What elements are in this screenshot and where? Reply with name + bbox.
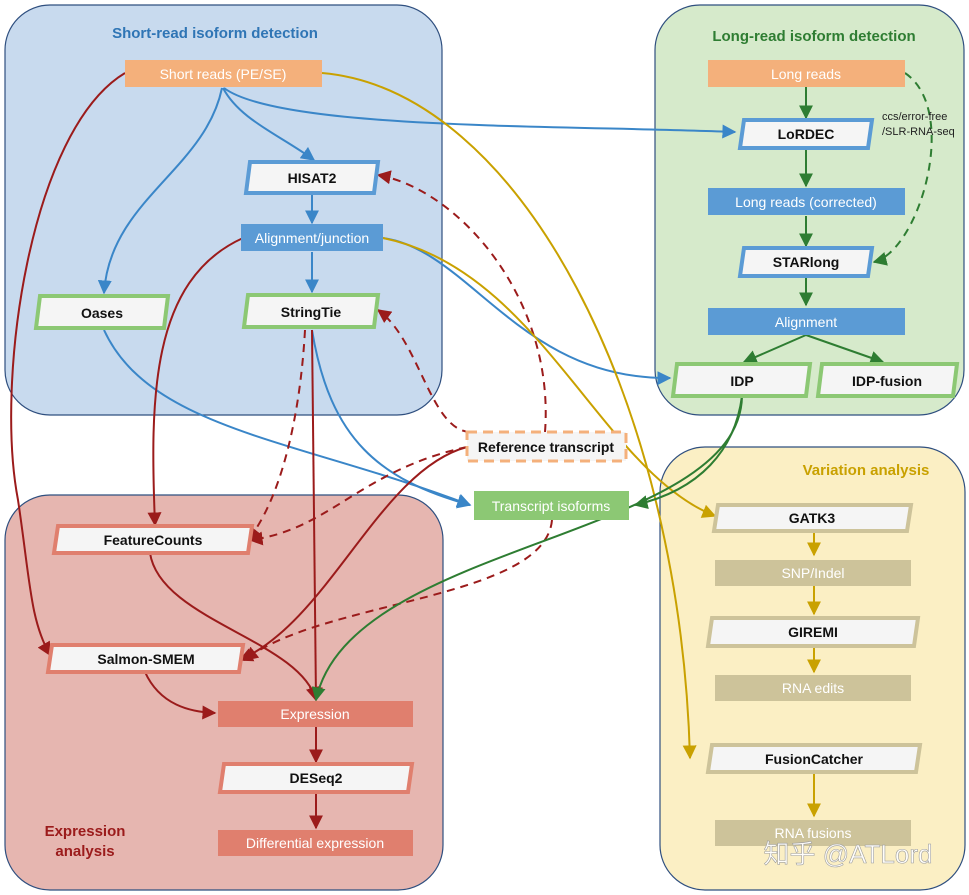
svg-text:GIREMI: GIREMI	[788, 624, 838, 640]
edge-alignment-featurecounts	[147, 237, 244, 527]
node-snp-indel: SNP/Indel	[715, 560, 911, 586]
svg-text:FusionCatcher: FusionCatcher	[765, 751, 864, 767]
node-gatk3: GATK3	[711, 503, 914, 533]
svg-text:SNP/Indel: SNP/Indel	[781, 565, 844, 581]
svg-text:Expression: Expression	[280, 706, 349, 722]
edge-alignment-idpfusion	[805, 334, 885, 365]
svg-text:FeatureCounts: FeatureCounts	[104, 532, 203, 548]
svg-text:DESeq2: DESeq2	[290, 770, 343, 786]
node-alignment-junction: Alignment/junction	[241, 224, 383, 251]
node-salmon-smem: Salmon-SMEM	[45, 643, 246, 674]
expression-panel-title-line1: Expression	[45, 823, 126, 840]
node-giremi: GIREMI	[705, 616, 921, 648]
edge-idp-expression	[311, 395, 743, 702]
edge-idp-transcript	[633, 395, 743, 509]
node-short-reads: Short reads (PE/SE)	[125, 60, 322, 87]
long-read-panel-title: Long-read isoform detection	[712, 28, 915, 45]
watermark: 知乎 @ATLord	[764, 839, 933, 869]
svg-text:STARlong: STARlong	[773, 254, 840, 270]
node-fusioncatcher: FusionCatcher	[705, 743, 923, 774]
svg-text:Short reads (PE/SE): Short reads (PE/SE)	[160, 66, 287, 82]
edge-stringtie-transcript	[311, 329, 472, 509]
edge-transcript-salmon-dashed	[243, 519, 553, 661]
svg-text:Alignment: Alignment	[775, 314, 837, 330]
edge-shortreads-salmon	[10, 72, 126, 657]
node-oases: Oases	[33, 294, 171, 330]
node-lordec: LoRDEC	[737, 118, 875, 150]
edge-stringtie-expression	[308, 329, 323, 702]
ccs-annotation-line2: /SLR-RNA-seq	[882, 126, 955, 138]
edge-alignment-idp	[742, 334, 807, 364]
node-expression: Expression	[218, 701, 413, 727]
expression-panel-title-line2: analysis	[55, 843, 114, 860]
edge-stringtie-featurecounts-dashed	[247, 329, 306, 542]
node-long-reads: Long reads	[708, 60, 905, 87]
node-rna-fusions: RNA fusions	[715, 820, 911, 846]
node-transcript-isoforms: Transcript isoforms	[474, 491, 629, 520]
edge-reference-stringtie-dashed	[376, 309, 471, 433]
svg-text:GATK3: GATK3	[789, 510, 836, 526]
edge-shortreads-fusioncatcher	[321, 72, 697, 760]
node-hisat2: HISAT2	[243, 160, 381, 195]
short-read-panel-title: Short-read isoform detection	[112, 25, 318, 42]
node-deseq2: DESeq2	[217, 762, 415, 794]
edge-shortreads-oases	[97, 87, 223, 295]
node-rna-edits: RNA edits	[715, 675, 911, 701]
svg-text:Alignment/junction: Alignment/junction	[255, 230, 369, 246]
svg-text:Oases: Oases	[81, 305, 123, 321]
edge-shortreads-lordec	[223, 87, 737, 139]
svg-text:Long reads (corrected): Long reads (corrected)	[735, 194, 877, 210]
svg-text:RNA edits: RNA edits	[782, 680, 844, 696]
svg-text:IDP: IDP	[730, 373, 753, 389]
svg-text:Salmon-SMEM: Salmon-SMEM	[97, 651, 194, 667]
svg-text:Reference transcript: Reference transcript	[478, 439, 615, 455]
edge-reference-featurecounts-dashed	[248, 446, 468, 546]
edge-reference-hisat2-dashed	[376, 170, 547, 433]
node-idp-fusion: IDP-fusion	[815, 362, 960, 398]
edges	[10, 72, 933, 830]
edge-longreads-starlong-dashed	[872, 72, 933, 266]
node-idp: IDP	[670, 362, 813, 398]
svg-text:IDP-fusion: IDP-fusion	[852, 373, 922, 389]
svg-text:LoRDEC: LoRDEC	[778, 126, 835, 142]
edge-alignment-gatk3	[382, 237, 717, 518]
svg-text:HISAT2: HISAT2	[288, 170, 337, 186]
node-stringtie: StringTie	[241, 293, 381, 329]
node-long-reads-corrected: Long reads (corrected)	[708, 188, 905, 215]
edge-salmon-expression	[144, 671, 217, 720]
node-alignment: Alignment	[708, 308, 905, 335]
svg-text:Long reads: Long reads	[771, 66, 841, 82]
edge-oases-transcript	[103, 329, 472, 508]
node-reference-transcript: Reference transcript	[465, 430, 628, 463]
svg-text:RNA fusions: RNA fusions	[774, 825, 851, 841]
node-featurecounts: FeatureCounts	[51, 524, 255, 555]
edge-shortreads-hisat2	[222, 87, 316, 161]
node-differential-expression: Differential expression	[218, 830, 413, 856]
svg-text:Differential expression: Differential expression	[246, 835, 384, 851]
edge-featurecounts-expression	[149, 552, 320, 702]
variation-panel-title: Variation analysis	[803, 462, 930, 479]
ccs-annotation-line1: ccs/error-free	[882, 111, 947, 123]
edge-reference-salmon	[238, 446, 468, 662]
node-starlong: STARlong	[737, 246, 875, 278]
svg-text:StringTie: StringTie	[281, 304, 342, 320]
svg-text:Transcript isoforms: Transcript isoforms	[492, 498, 611, 514]
